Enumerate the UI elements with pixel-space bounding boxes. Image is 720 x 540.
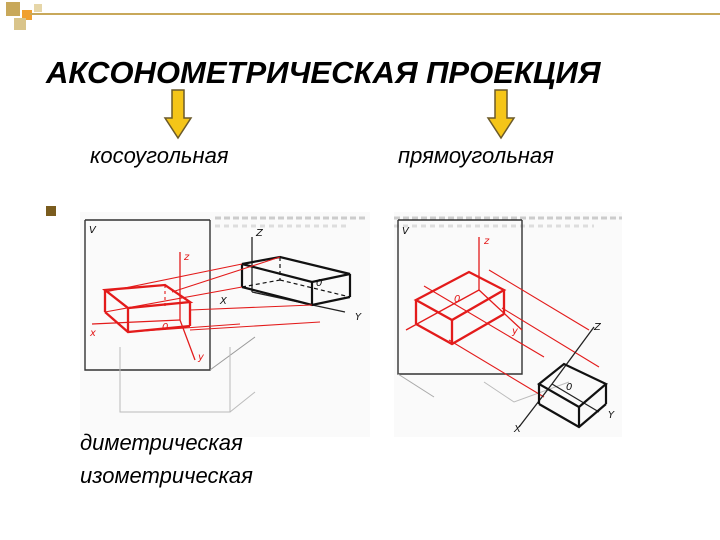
oblique-projection-figure: V Z z x X y Y 0 0: [80, 212, 370, 437]
bullet-marker: [46, 206, 56, 216]
left-label-y-big: Y: [355, 312, 362, 323]
right-label-o-big: 0: [566, 382, 572, 393]
right-label-z-big: Z: [593, 322, 602, 333]
label-dimetric: диметрическая: [80, 430, 243, 455]
left-label-y-small: y: [197, 352, 205, 363]
right-label-y-small: y: [511, 326, 519, 337]
left-label-z-small: z: [183, 252, 190, 263]
left-label-x-small: x: [89, 328, 96, 339]
right-label-z-small: z: [483, 236, 490, 247]
left-label-z-big: Z: [255, 228, 264, 239]
label-isometric: изометрическая: [80, 463, 253, 488]
arrow-down-right-icon: [486, 89, 516, 140]
right-label-y-big: Y: [608, 410, 615, 421]
left-label-x-big: X: [219, 296, 228, 307]
arrow-down-left-icon: [163, 89, 193, 140]
rectangular-projection-figure: V z 0 y Z 0 X Y: [394, 212, 622, 437]
label-rectangular: прямоугольная: [398, 143, 554, 168]
corner-decoration: [6, 2, 42, 30]
left-label-o-big: 0: [316, 278, 322, 289]
page-title: АКСОНОМЕТРИЧЕСКАЯ ПРОЕКЦИЯ: [46, 55, 601, 90]
right-label-o-small: 0: [454, 294, 460, 305]
right-label-v: V: [402, 226, 410, 237]
left-label-o-small: 0: [162, 322, 168, 333]
right-label-x-big: X: [513, 424, 522, 435]
left-label-v: V: [89, 225, 97, 236]
label-oblique: косоугольная: [90, 143, 229, 168]
header-rule: [30, 13, 720, 15]
